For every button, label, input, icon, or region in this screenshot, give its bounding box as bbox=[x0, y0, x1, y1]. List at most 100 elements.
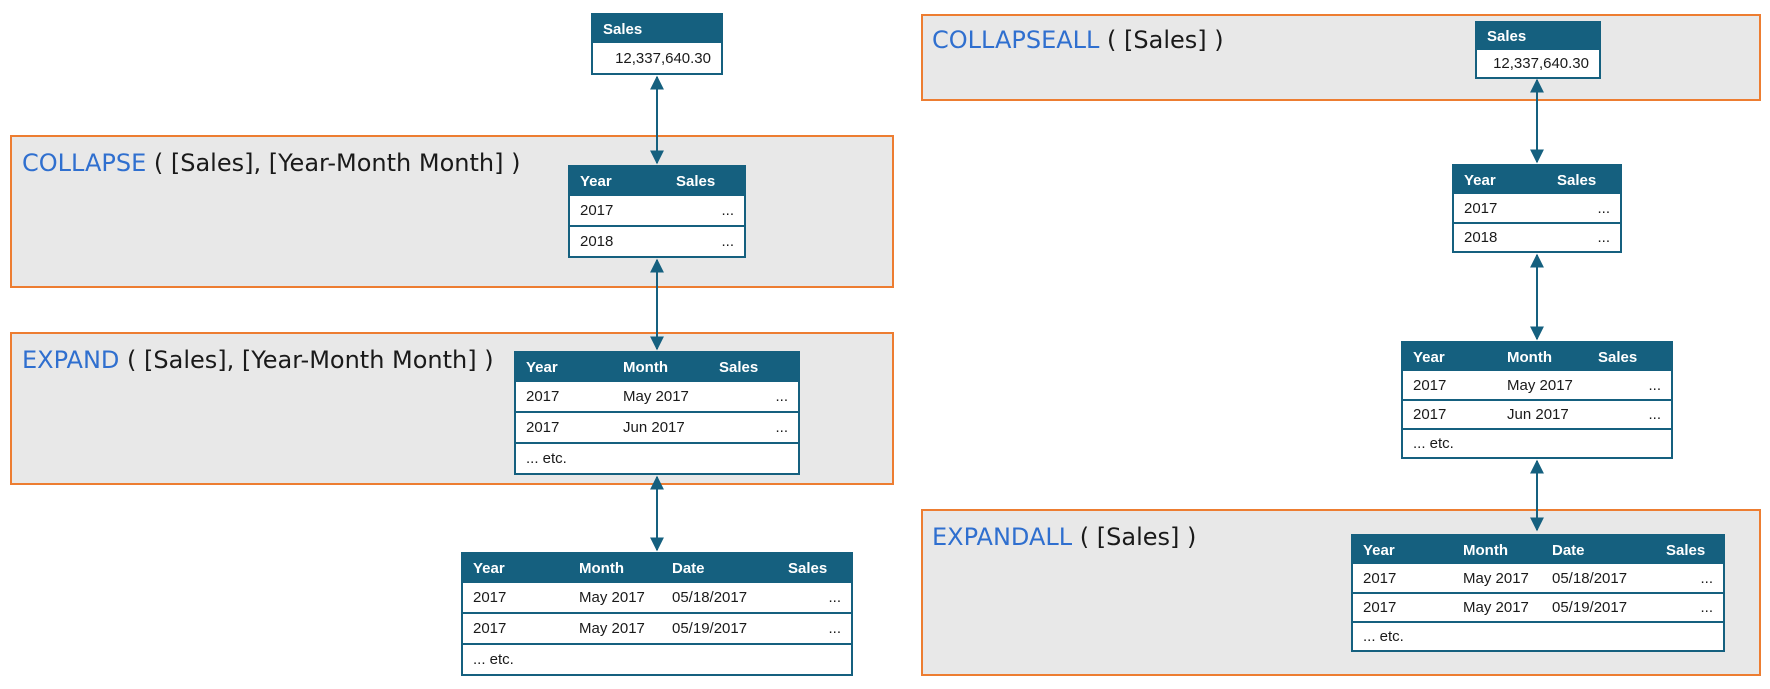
collapse-panel: COLLAPSE ( [Sales], [Year-Month Month] ) bbox=[10, 135, 894, 288]
total-sales-value: 12,337,640.30 bbox=[615, 49, 711, 67]
collapse-title: COLLAPSE ( [Sales], [Year-Month Month] ) bbox=[22, 149, 520, 177]
header-cell-date: Date bbox=[672, 560, 705, 577]
total-sales-value: 12,337,640.30 bbox=[1493, 55, 1589, 72]
cell-year: 2017 bbox=[1363, 569, 1397, 587]
table-header-row: Year Month Date Sales bbox=[1353, 536, 1723, 564]
table-row: 2017 ... bbox=[570, 196, 744, 225]
cell-year: 2018 bbox=[580, 233, 614, 250]
cell-etc: ... etc. bbox=[473, 651, 514, 668]
collapseall-function-name: COLLAPSEALL bbox=[932, 26, 1100, 54]
collapse-result-table: Year Sales 2017 ... 2018 ... bbox=[568, 165, 746, 258]
header-cell-sales: Sales bbox=[1487, 28, 1527, 45]
cell-year: 2017 bbox=[526, 388, 560, 405]
expandall-result-table: Year Month Date Sales 2017 May 2017 05/1… bbox=[1351, 534, 1725, 652]
expandall-title: EXPANDALL ( [Sales] ) bbox=[932, 523, 1196, 551]
table-header-row: Year Sales bbox=[570, 167, 744, 196]
expand-result-table: Year Month Sales 2017 May 2017 ... 2017 … bbox=[514, 351, 800, 475]
expand-function-name: EXPAND bbox=[22, 346, 120, 374]
cell-year: 2017 bbox=[526, 419, 560, 436]
cell-month: Jun 2017 bbox=[1507, 406, 1569, 423]
cell-month: May 2017 bbox=[1463, 599, 1529, 616]
table-header-row: Year Sales bbox=[1454, 166, 1620, 194]
header-cell-sales: Sales bbox=[1557, 171, 1597, 189]
right-year-table: Year Sales 2017 ... 2018 ... bbox=[1452, 164, 1622, 253]
table-row: 2017 May 2017 ... bbox=[1403, 371, 1671, 399]
table-row: 2017 May 2017 05/18/2017 ... bbox=[463, 583, 851, 612]
cell-year: 2017 bbox=[473, 589, 507, 606]
table-row-etc: ... etc. bbox=[463, 643, 851, 674]
table-row: 2017 May 2017 05/18/2017 ... bbox=[1353, 564, 1723, 592]
header-cell-date: Date bbox=[1552, 541, 1585, 559]
cell-year: 2017 bbox=[1464, 199, 1498, 217]
cell-sales: ... bbox=[1700, 599, 1713, 616]
cell-year: 2018 bbox=[1464, 229, 1498, 246]
cell-date: 05/18/2017 bbox=[672, 589, 748, 606]
table-row-etc: ... etc. bbox=[516, 442, 798, 473]
collapse-args: ( [Sales], [Year-Month Month] ) bbox=[146, 149, 521, 177]
cell-year: 2017 bbox=[473, 620, 507, 637]
cell-date: 05/18/2017 bbox=[1552, 569, 1628, 587]
cell-etc: ... etc. bbox=[1413, 435, 1454, 452]
header-cell-sales: Sales bbox=[676, 173, 716, 190]
table-header-row: Year Month Date Sales bbox=[463, 554, 851, 583]
cell-month: Jun 2017 bbox=[623, 419, 685, 436]
cell-sales: ... bbox=[1597, 199, 1610, 217]
table-row: 2017 ... bbox=[1454, 194, 1620, 222]
header-cell-month: Month bbox=[579, 560, 624, 577]
header-cell-year: Year bbox=[1413, 348, 1445, 366]
cell-sales: ... bbox=[775, 419, 788, 436]
header-cell-year: Year bbox=[526, 359, 558, 376]
collapseall-args: ( [Sales] ) bbox=[1099, 26, 1224, 54]
header-cell-sales: Sales bbox=[719, 359, 759, 376]
table-row: 12,337,640.30 bbox=[1477, 50, 1599, 77]
right-month-table: Year Month Sales 2017 May 2017 ... 2017 … bbox=[1401, 341, 1673, 459]
header-cell-year: Year bbox=[580, 173, 612, 190]
collapseall-title: COLLAPSEALL ( [Sales] ) bbox=[932, 26, 1224, 54]
cell-month: May 2017 bbox=[1507, 376, 1573, 394]
header-cell-sales: Sales bbox=[788, 560, 828, 577]
table-row: 2017 Jun 2017 ... bbox=[1403, 399, 1671, 428]
cell-sales: ... bbox=[775, 388, 788, 405]
header-cell-sales: Sales bbox=[603, 20, 643, 38]
table-header-row: Year Month Sales bbox=[516, 353, 798, 382]
cell-year: 2017 bbox=[1363, 599, 1397, 616]
cell-sales: ... bbox=[1700, 569, 1713, 587]
table-row: 12,337,640.30 bbox=[593, 43, 721, 73]
header-cell-month: Month bbox=[1507, 348, 1552, 366]
cell-year: 2017 bbox=[580, 202, 614, 219]
collapseall-result-table: Sales 12,337,640.30 bbox=[1475, 21, 1601, 79]
collapseall-panel: COLLAPSEALL ( [Sales] ) Sales 12,337,640… bbox=[921, 14, 1761, 101]
table-row: 2017 May 2017 05/19/2017 ... bbox=[1353, 592, 1723, 621]
table-row-etc: ... etc. bbox=[1403, 428, 1671, 457]
cell-date: 05/19/2017 bbox=[672, 620, 748, 637]
table-row: 2017 May 2017 ... bbox=[516, 382, 798, 411]
cell-year: 2017 bbox=[1413, 406, 1447, 423]
expandall-panel: EXPANDALL ( [Sales] ) Year Month Date Sa… bbox=[921, 509, 1761, 676]
table-row-etc: ... etc. bbox=[1353, 621, 1723, 650]
expandall-args: ( [Sales] ) bbox=[1072, 523, 1197, 551]
collapse-function-name: COLLAPSE bbox=[22, 149, 147, 177]
cell-sales: ... bbox=[1648, 376, 1661, 394]
cell-etc: ... etc. bbox=[1363, 628, 1404, 645]
cell-sales: ... bbox=[1597, 229, 1610, 246]
cell-sales: ... bbox=[828, 620, 841, 637]
table-row: 2018 ... bbox=[570, 225, 744, 256]
header-cell-year: Year bbox=[1363, 541, 1395, 559]
table-row: 2017 Jun 2017 ... bbox=[516, 411, 798, 442]
header-cell-year: Year bbox=[473, 560, 505, 577]
expand-args: ( [Sales], [Year-Month Month] ) bbox=[119, 346, 494, 374]
header-cell-year: Year bbox=[1464, 171, 1496, 189]
cell-month: May 2017 bbox=[1463, 569, 1529, 587]
table-row: 2018 ... bbox=[1454, 222, 1620, 251]
cell-month: May 2017 bbox=[579, 589, 645, 606]
table-header-row: Sales bbox=[593, 15, 721, 43]
cell-sales: ... bbox=[721, 233, 734, 250]
cell-month: May 2017 bbox=[623, 388, 689, 405]
header-cell-month: Month bbox=[623, 359, 668, 376]
header-cell-sales: Sales bbox=[1598, 348, 1638, 366]
cell-date: 05/19/2017 bbox=[1552, 599, 1628, 616]
table-row: 2017 May 2017 05/19/2017 ... bbox=[463, 612, 851, 643]
cell-sales: ... bbox=[1648, 406, 1661, 423]
expand-title: EXPAND ( [Sales], [Year-Month Month] ) bbox=[22, 346, 494, 374]
